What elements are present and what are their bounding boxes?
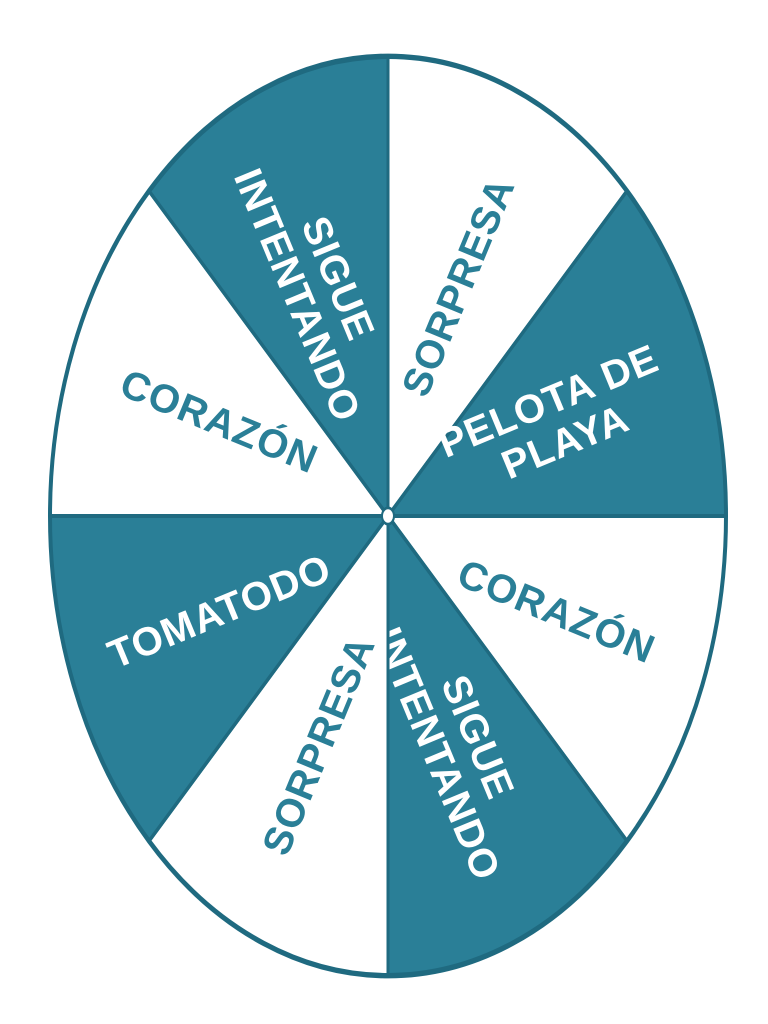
- wheel-slice[interactable]: CORAZÓN: [48, 188, 392, 519]
- wheel-hub: [381, 506, 395, 526]
- wheel-rim: [48, 53, 728, 979]
- wheel-slice[interactable]: PELOTA DEPLAYA: [384, 188, 728, 519]
- wheel-slice[interactable]: CORAZÓN: [384, 513, 728, 844]
